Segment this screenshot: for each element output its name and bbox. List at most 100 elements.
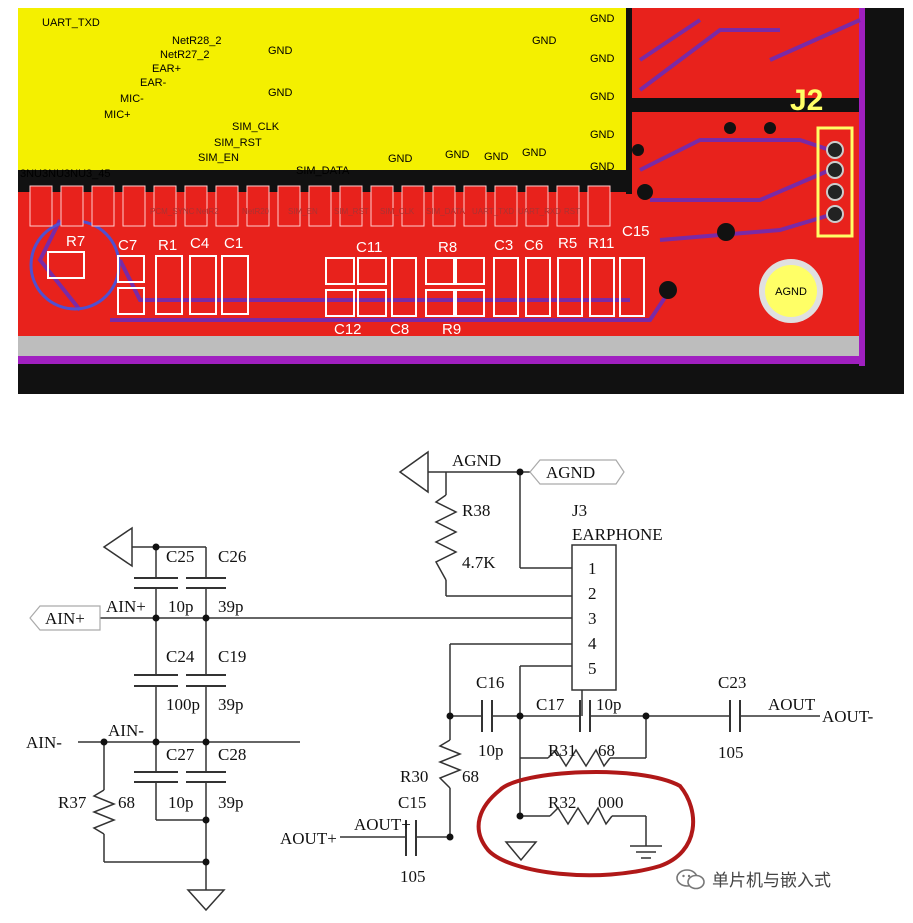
net-label: EAR+: [152, 63, 181, 75]
module-pin-pad: [525, 185, 549, 227]
svg-text:GND: GND: [532, 35, 557, 47]
pcb-black-bus-vertical: [626, 8, 632, 194]
pcb-vias: [632, 122, 776, 299]
svg-text:GND: GND: [590, 13, 615, 25]
svg-text:1: 1: [588, 559, 597, 578]
svg-text:105: 105: [718, 743, 744, 762]
svg-text:GND: GND: [445, 149, 470, 161]
net-label: SIM_RST: [214, 137, 262, 149]
svg-text:C12: C12: [334, 321, 362, 338]
svg-text:5: 5: [588, 659, 597, 678]
net-label: UART_TXD: [42, 17, 100, 29]
module-pin-pad: [91, 185, 115, 227]
j3-earphone-body: [571, 544, 617, 691]
svg-text:10p: 10p: [168, 597, 194, 616]
module-pin-pad: [29, 185, 53, 227]
svg-text:4.7K: 4.7K: [462, 553, 496, 572]
module-pin-label: SIM_CLK: [380, 207, 415, 216]
svg-text:2: 2: [588, 584, 597, 603]
module-pin-pad: [339, 185, 363, 227]
module-pin-pad: [587, 185, 611, 227]
watermark: 单片机与嵌入式: [676, 866, 831, 891]
svg-text:C1: C1: [224, 235, 243, 252]
svg-text:C27: C27: [166, 745, 195, 764]
svg-text:10p: 10p: [596, 695, 622, 714]
module-silkscreen-area: [18, 8, 626, 174]
net-label: MIC-: [120, 93, 144, 105]
svg-text:R38: R38: [462, 501, 490, 520]
agnd-pad-label: AGND: [775, 286, 807, 298]
port-flags: [29, 459, 625, 631]
svg-text:AIN-: AIN-: [26, 733, 62, 752]
svg-text:C3: C3: [494, 237, 513, 254]
svg-text:R30: R30: [400, 767, 428, 786]
connector-j2-outline: [816, 126, 854, 238]
svg-text:C15: C15: [622, 223, 650, 240]
svg-text:AIN+: AIN+: [45, 609, 85, 628]
svg-text:GND: GND: [590, 129, 615, 141]
svg-text:EARPHONE: EARPHONE: [572, 525, 663, 544]
module-pin-label: SIM_RST: [334, 207, 369, 216]
svg-text:C24: C24: [166, 647, 195, 666]
wechat-icon: [676, 868, 705, 889]
svg-text:AIN-: AIN-: [108, 721, 144, 740]
left-pin-label: 3NU3NU3NU3_45: [20, 168, 111, 180]
highlight-circle: [476, 770, 695, 878]
module-pin-label: NetR2: [196, 207, 219, 216]
board-edge-line: [18, 356, 864, 364]
svg-text:GND: GND: [590, 161, 615, 173]
watermark-text: 单片机与嵌入式: [712, 871, 831, 891]
module-pin-label: RST: [564, 207, 580, 216]
pcb-black-bus-right: [632, 98, 864, 112]
svg-text:AGND: AGND: [452, 451, 501, 470]
svg-text:GND: GND: [484, 151, 509, 163]
net-label: NetR27_2: [160, 49, 210, 61]
schematic-labels: AGND AGND R38 4.7K J3 EARPHONE 1 2 3 4 5…: [26, 451, 874, 886]
svg-text:3: 3: [588, 609, 597, 628]
module-pin-label: UART_RXD: [518, 207, 561, 216]
net-label: EAR-: [140, 77, 167, 89]
svg-text:J3: J3: [572, 501, 587, 520]
net-label: SIM_CLK: [232, 121, 280, 133]
svg-text:4: 4: [588, 634, 597, 653]
gnd-labels: GND GND GND GND GND GND GND GND GND GND …: [268, 13, 615, 173]
svg-text:R8: R8: [438, 239, 457, 256]
module-pin-label: SIM_DATA: [426, 207, 465, 216]
svg-text:C11: C11: [356, 239, 382, 256]
module-pin-pad: [215, 185, 239, 227]
svg-text:GND: GND: [590, 53, 615, 65]
svg-text:C19: C19: [218, 647, 246, 666]
agnd-pad-inner: [765, 265, 817, 317]
svg-text:000: 000: [598, 793, 624, 812]
svg-text:R32: R32: [548, 793, 576, 812]
svg-text:GND: GND: [388, 153, 413, 165]
svg-text:39p: 39p: [218, 695, 244, 714]
svg-text:100p: 100p: [166, 695, 200, 714]
svg-text:GND: GND: [522, 147, 547, 159]
module-pin-label: SIM_EN: [288, 207, 318, 216]
svg-text:AGND: AGND: [546, 463, 595, 482]
component-pads: [47, 251, 645, 317]
svg-text:GND: GND: [268, 45, 293, 57]
svg-text:C7: C7: [118, 237, 137, 254]
net-label: SIM_DATA: [296, 165, 350, 177]
svg-text:68: 68: [598, 741, 615, 760]
svg-text:68: 68: [462, 767, 479, 786]
module-pin-label: PCM_SYNC: [150, 207, 195, 216]
svg-text:C25: C25: [166, 547, 194, 566]
svg-text:C23: C23: [718, 673, 746, 692]
svg-text:C8: C8: [390, 321, 409, 338]
refdes-labels: R7 C7 R1 C4 C1 C11 R8 C3 C6 R5 R11 C15 C…: [66, 223, 650, 338]
svg-text:C26: C26: [218, 547, 246, 566]
svg-text:GND: GND: [590, 91, 615, 103]
svg-text:GND: GND: [268, 87, 293, 99]
module-pin-pad: [122, 185, 146, 227]
module-pin-label: UART_TXD: [472, 207, 514, 216]
svg-text:C6: C6: [524, 237, 543, 254]
svg-text:AOUT-: AOUT-: [822, 707, 874, 726]
svg-text:R5: R5: [558, 235, 577, 252]
module-pin-pad: [277, 185, 301, 227]
net-label: NetR28_2: [172, 35, 222, 47]
svg-text:AIN+: AIN+: [106, 597, 146, 616]
